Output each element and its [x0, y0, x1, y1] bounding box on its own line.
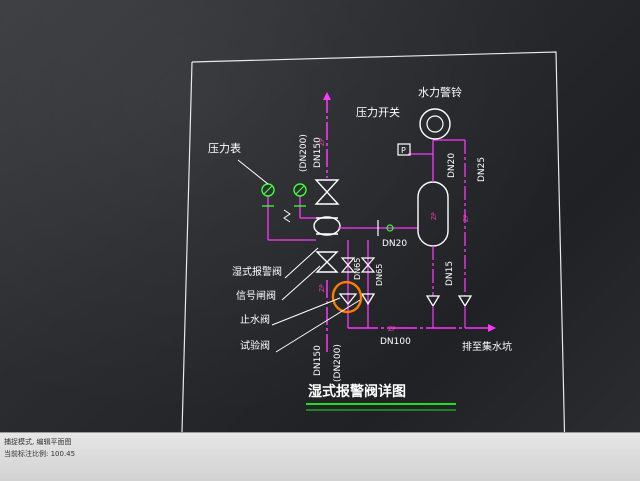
label-dn200-top: (DN200): [299, 134, 309, 172]
drawing-title: 湿式报警阀详图: [308, 383, 406, 400]
label-dn150-bottom: DN150: [313, 345, 323, 376]
dn65-valve-b-icon-b: [360, 264, 376, 273]
label-dn25: DN25: [477, 157, 487, 182]
status-bar: 捕捉模式, 编辑平面图 当前标注比例: 100.45: [0, 432, 640, 481]
pressure-switch-icon: [397, 143, 411, 156]
alarm-valve-body-icon: [313, 216, 341, 236]
leader-gauge: [237, 159, 269, 185]
leader-check-valve: [271, 297, 341, 326]
leader-test-valve: [275, 299, 361, 353]
label-dn200-bottom: (DN200): [333, 344, 343, 382]
test-drain-funnel-b-icon: [360, 293, 376, 306]
drain-arrow-icon: [488, 324, 496, 332]
zp-mark: ZP: [431, 212, 438, 220]
pressure-gauge-right-icon: [293, 183, 307, 197]
zp-mark: ZP: [319, 138, 326, 146]
zp-mark: ZP: [463, 214, 470, 222]
riser-arrow-icon: [323, 92, 331, 100]
zp-mark: ZP: [319, 284, 326, 292]
label-pressure-switch: 压力开关: [356, 105, 400, 119]
dn65-valve-a-icon: [340, 257, 356, 266]
drawing-frame-left: [181, 61, 193, 432]
status-line-command: 捕捉模式, 编辑平面图: [4, 438, 72, 446]
label-dn100: DN100: [380, 337, 411, 347]
gauge-needle-right: [295, 185, 305, 195]
label-drain-to-pit: 排至集水坑: [462, 340, 512, 353]
z-mark-icon: [283, 209, 291, 223]
test-drain-funnel-icon: [338, 293, 358, 306]
water-bell-inner-icon: [426, 115, 444, 133]
top-gate-valve-icon-b: [314, 190, 340, 205]
highlight-circle: [331, 280, 363, 314]
tank-drain-funnel-icon: [425, 295, 441, 308]
dn65-valve-a-icon-b: [340, 264, 356, 273]
water-bell-icon: [419, 108, 451, 140]
pressure-switch-p: P: [401, 146, 406, 155]
signal-valve-icon: [315, 251, 339, 263]
label-dn65-b: DN65: [375, 264, 384, 286]
cad-drawing-canvas[interactable]: P 压力表 压力开关 水力警铃 湿式报警阀 信号闸阀 止水阀 试验阀 排至集水坑…: [0, 0, 640, 432]
leader-alarm-valve: [284, 247, 319, 279]
dn65-valve-b-icon: [360, 257, 376, 266]
zp-mark: ZP: [388, 326, 396, 333]
leader-signal-valve: [281, 265, 321, 301]
branch-node-icon: [386, 224, 394, 232]
top-gate-valve-icon: [314, 179, 340, 194]
label-signal-valve: 信号闸阀: [236, 289, 276, 302]
label-dn20-mid: DN20: [382, 239, 407, 249]
label-test-valve: 试验阀: [240, 339, 270, 352]
status-line-scale: 当前标注比例: 100.45: [4, 450, 76, 458]
label-dn20-right: DN20: [447, 153, 457, 178]
drawing-frame: [191, 51, 566, 432]
bell-drain-funnel-icon: [457, 295, 473, 308]
label-dn150-top: DN150: [313, 137, 323, 168]
label-alarm-valve: 湿式报警阀: [232, 265, 282, 278]
signal-valve-icon-b: [315, 261, 339, 273]
label-water-bell: 水力警铃: [418, 85, 462, 99]
label-check-valve: 止水阀: [240, 313, 270, 326]
label-dn65-a: DN65: [353, 258, 362, 280]
label-pressure-gauge: 压力表: [208, 141, 241, 155]
label-dn15: DN15: [445, 261, 455, 286]
gauge-needle-left: [263, 185, 273, 195]
